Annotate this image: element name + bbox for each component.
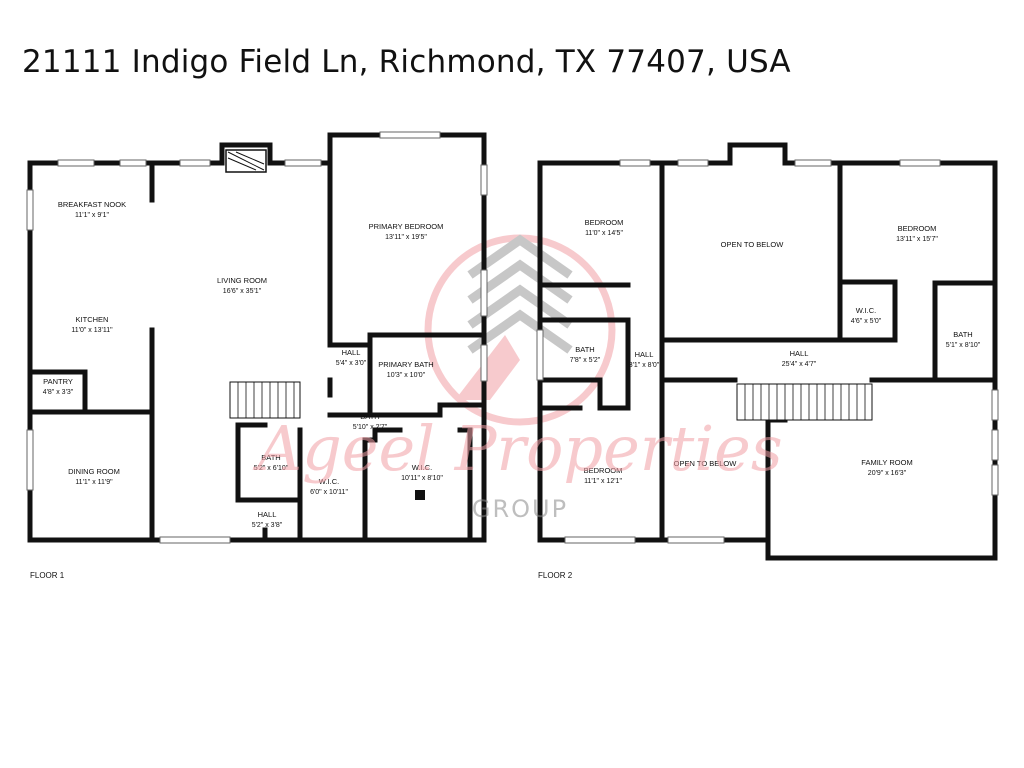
room-name: BATH [575,345,594,354]
room-dimensions: 25'4" x 4'7" [782,361,817,368]
floor-2-label: FLOOR 2 [538,571,573,580]
room-name: BREAKFAST NOOK [58,200,126,209]
room-dimensions: 20'9" x 16'3" [868,470,907,477]
room-name: HALL [342,348,361,357]
room-name: KITCHEN [76,315,109,324]
room-name: DINING ROOM [68,467,120,476]
room-name: OPEN TO BELOW [721,240,785,249]
room-dimensions: 13'11" x 19'5" [385,234,427,241]
room-name: LIVING ROOM [217,276,267,285]
room-name: FAMILY ROOM [861,458,912,467]
room-name: HALL [635,350,654,359]
room-dimensions: 7'8" x 5'2" [570,357,601,364]
room-name: BATH [360,412,379,421]
windows [536,159,999,544]
room-name: W.I.C. [319,477,339,486]
room-dimensions: 11'1" x 12'1" [584,478,622,485]
room-name: OPEN TO BELOW [674,459,738,468]
room-dimensions: 11'1" x 11'9" [75,479,113,486]
room-name: BATH [261,453,280,462]
watermark-logo [424,234,616,426]
room-name: PRIMARY BATH [378,360,433,369]
room-dimensions: 5'1" x 8'10" [946,342,981,349]
room-dimensions: 10'11" x 8'10" [401,475,443,482]
watermark-group: GROUP [472,495,568,523]
room-dimensions: 11'0" x 14'5" [585,230,623,237]
room-dimensions: 11'1" x 9'1" [75,212,109,219]
room-name: HALL [258,510,277,519]
stairs [229,381,301,419]
floor-1-label: FLOOR 1 [30,571,65,580]
room-dimensions: 6'0" x 10'11" [310,489,348,496]
room-dimensions: 16'6" x 35'1" [223,288,262,295]
watermark-text: Ageel Properties GROUP [252,412,782,523]
room-name: BEDROOM [585,218,624,227]
watermark-script: Ageel Properties [252,412,782,485]
room-name: W.I.C. [412,463,432,472]
floor-2 [536,142,999,561]
pillar [415,490,425,500]
room-name: PANTRY [43,377,73,386]
room-name: PRIMARY BEDROOM [369,222,444,231]
room-dimensions: 5'4" x 3'0" [336,360,367,367]
room-dimensions: 4'6" x 5'0" [851,318,882,325]
room-dimensions: 11'0" x 13'11" [71,327,113,334]
room-name: BEDROOM [584,466,623,475]
page-title: 21111 Indigo Field Ln, Richmond, TX 7740… [22,44,791,80]
room-name: BEDROOM [898,224,937,233]
windows [26,131,488,544]
floor-1 [26,131,488,544]
room-name: HALL [790,349,809,358]
room-dimensions: 5'10" x 2'7" [353,424,388,431]
room-dimensions: 5'2" x 3'8" [252,522,283,529]
room-name: BATH [953,330,972,339]
room-dimensions: 4'8" x 3'3" [43,389,74,396]
stairs [736,383,873,421]
room-name: W.I.C. [856,306,876,315]
room-dimensions: 5'2" x 6'10" [254,465,289,472]
room-dimensions: 10'3" x 10'0" [387,372,426,379]
room-dimensions: 13'11" x 15'7" [896,236,938,243]
room-dimensions: 3'1" x 8'0" [629,362,660,369]
